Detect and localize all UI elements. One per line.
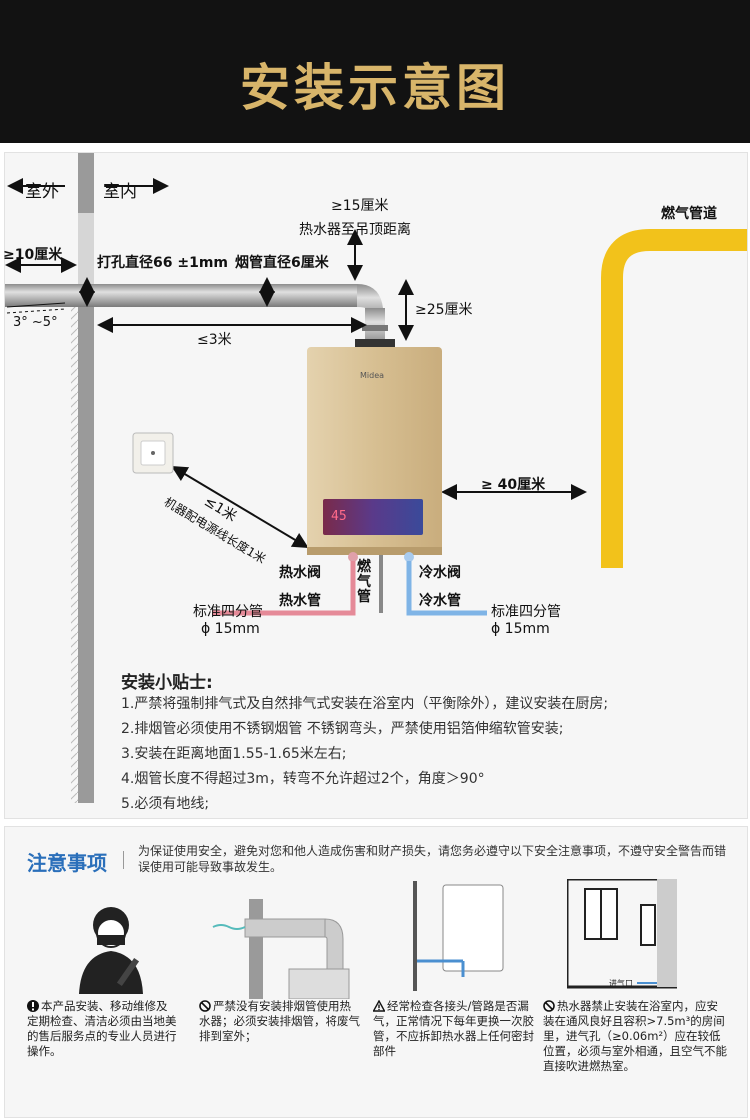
tip-item: 5.必须有地线;: [121, 796, 210, 812]
cold-water-pipe: [406, 561, 487, 616]
tips-title: 安装小贴士:: [121, 673, 213, 693]
notice-title: 注意事项: [27, 851, 107, 875]
flue-illustration: [212, 899, 350, 999]
vent-label: 进气口: [609, 979, 633, 988]
warning-circle-icon: [27, 1000, 39, 1012]
installation-diagram: 室外 室内 ≥15厘米 热水器至吊顶距离 ≥10厘米 打孔直径66 ±1mm 烟…: [3, 152, 748, 819]
room-ventilation-illustration: [567, 879, 677, 989]
gas-pipe-label: 燃气管道: [661, 206, 717, 222]
prohibited-icon: [543, 1000, 555, 1012]
diagram-graphics: [5, 153, 747, 803]
cold-pipe-label: 冷水管: [419, 593, 461, 609]
wall-protrude-label: ≥10厘米: [3, 247, 63, 263]
temperature-display: 45: [331, 509, 347, 524]
control-panel: [323, 499, 423, 535]
elbow-height-label: ≥25厘米: [415, 302, 473, 318]
gas-pipe: [601, 229, 747, 568]
page-header: 安装示意图: [0, 0, 750, 143]
hot-water-pipe: [212, 561, 356, 616]
notice-divider: [123, 851, 124, 869]
slope-label: 3° ~5°: [13, 315, 58, 330]
notice-item: 本产品安装、移动维修及定期检查、清洁必须由当地美的售后服务点的专业人员进行操作。: [27, 999, 177, 1058]
notice-item: 热水器禁止安装在浴室内，应安装在通风良好且容积>7.5m³的房间里，进气孔（≥0…: [543, 999, 727, 1073]
std-pipe-right-diameter: ϕ 15mm: [491, 621, 550, 637]
cold-valve-label: 冷水阀: [419, 565, 461, 581]
clearance-top-desc: 热水器至吊顶距离: [299, 222, 411, 238]
indoor-label: 室内: [103, 182, 137, 202]
hot-valve-label: 热水阀: [279, 565, 321, 581]
outdoor-label: 室外: [25, 182, 59, 202]
prohibited-icon: [199, 1000, 211, 1012]
caution-triangle-icon: [372, 999, 386, 1012]
tip-item: 4.烟管长度不得超过3m，转弯不允许超过2个，角度＞90°: [121, 771, 485, 787]
notice-intro: 为保证使用安全，避免对您和他人造成伤害和财产损失，请您务必遵守以下安全注意事项，…: [138, 844, 727, 874]
notice-section: 注意事项 为保证使用安全，避免对您和他人造成伤害和财产损失，请您务必遵守以下安全…: [4, 826, 748, 1118]
hole-diameter-label: 打孔直径66 ±1mm: [97, 255, 229, 271]
notice-item: 经常检查各接头/管路是否漏气，正常情况下每年更换一次胶管，不应拆卸热水器上任何密…: [372, 999, 534, 1058]
heater-gas-illustration: [413, 881, 504, 991]
technician-illustration: [79, 907, 143, 994]
clearance-top-value: ≥15厘米: [331, 198, 389, 214]
tip-item: 1.严禁将强制排气式及自然排气式安装在浴室内（平衡除外），建议安装在厨房;: [121, 696, 609, 712]
page-title: 安装示意图: [240, 59, 510, 117]
std-pipe-left-diameter: ϕ 15mm: [201, 621, 260, 637]
hot-pipe-label: 热水管: [279, 593, 321, 609]
brand-logo: Midea: [360, 371, 385, 380]
tip-item: 3.安装在距离地面1.55-1.65米左右;: [121, 746, 347, 762]
std-pipe-left: 标准四分管: [193, 604, 263, 620]
gas-line-label: 燃气管: [357, 559, 371, 605]
flue-length-label: ≤3米: [197, 332, 232, 348]
notice-item: 严禁没有安装排烟管使用热水器；必须安装排烟管，将废气排到室外；: [199, 999, 360, 1043]
tip-item: 2.排烟管必须使用不锈钢烟管 不锈钢弯头，严禁使用铝箔伸缩软管安装;: [121, 721, 564, 737]
std-pipe-right: 标准四分管: [491, 604, 561, 620]
flue-diameter-label: 烟管直径6厘米: [235, 255, 329, 271]
side-clearance-label: ≥ 40厘米: [481, 477, 546, 493]
wall: [78, 153, 94, 803]
